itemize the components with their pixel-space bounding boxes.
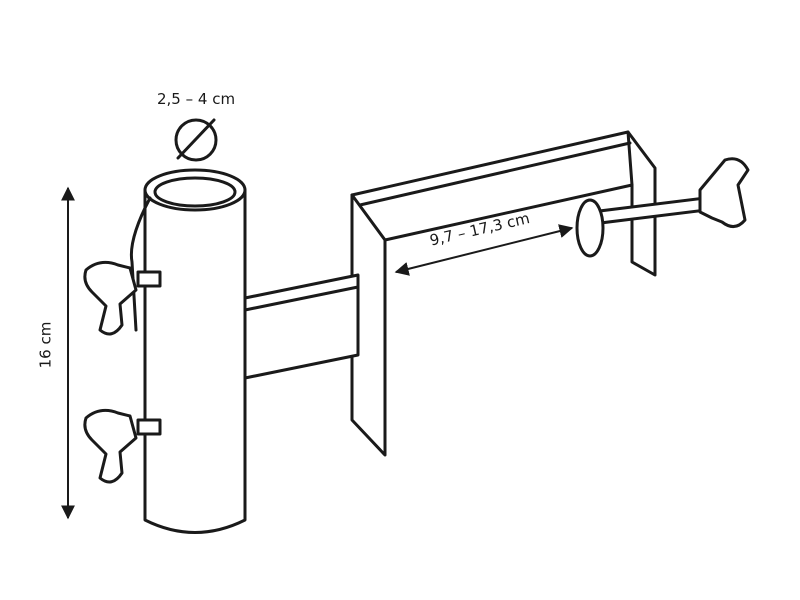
clamp-range-dimension-line (394, 224, 574, 276)
knob-screw-lower (83, 408, 162, 484)
connecting-arm (243, 273, 360, 380)
knob-screw-upper (83, 260, 162, 336)
height-label: 16 cm (36, 321, 55, 369)
umbrella-tube (129, 168, 247, 534)
diameter-icon (174, 118, 218, 162)
clamp-screw (575, 157, 750, 258)
diameter-label: 2,5 – 4 cm (157, 90, 236, 108)
clamp-bracket (350, 130, 657, 457)
